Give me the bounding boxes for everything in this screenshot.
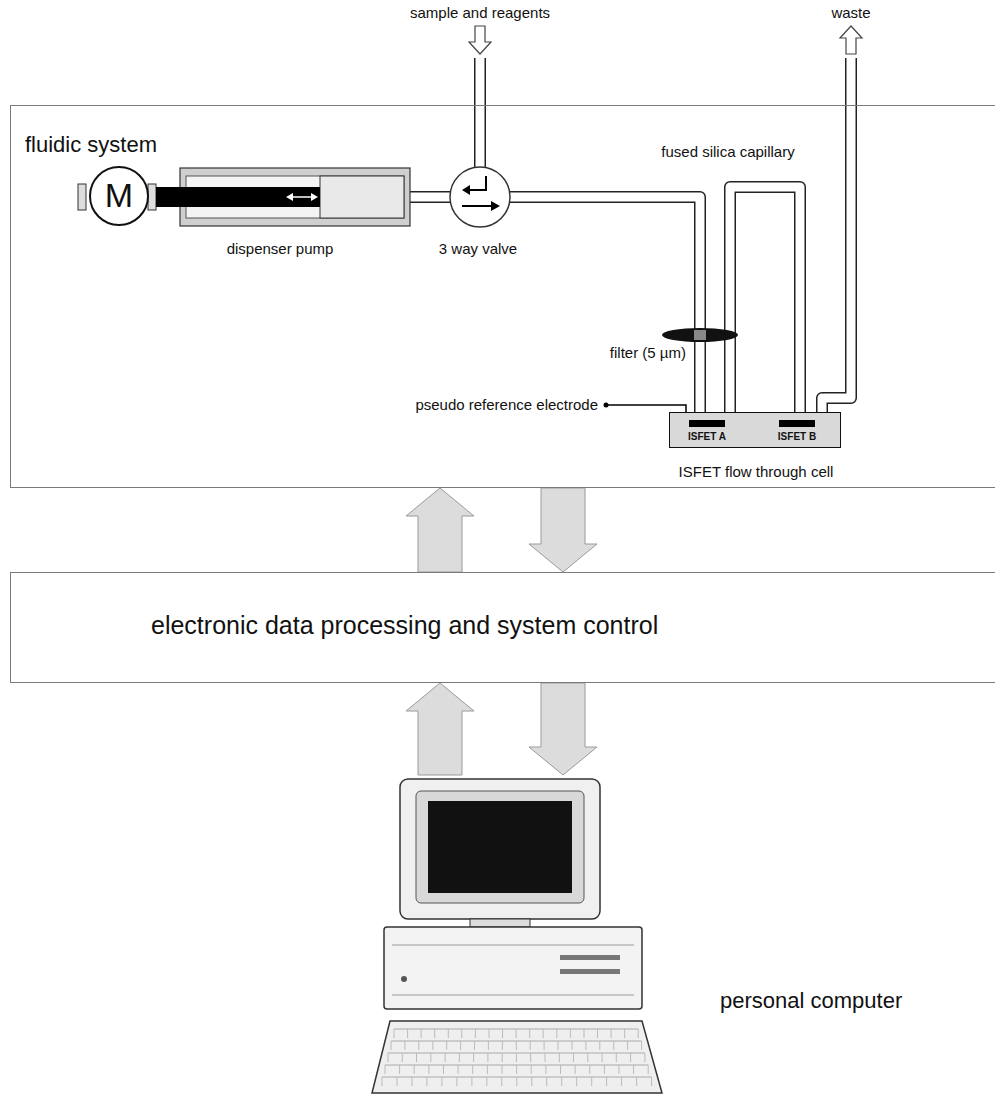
motor-cap xyxy=(148,184,156,210)
signal-arrow xyxy=(406,488,474,572)
motor-label: M xyxy=(91,168,147,224)
isfet-chip xyxy=(779,420,815,427)
part-label: dispenser pump xyxy=(227,240,334,257)
pump-piston xyxy=(320,176,404,218)
node-label: fluidic system xyxy=(25,132,157,157)
valve-body xyxy=(450,167,510,227)
part-label: 3 way valve xyxy=(439,240,517,257)
chip-label: ISFET A xyxy=(688,431,726,443)
control-band: electronic data processing and system co… xyxy=(10,572,995,683)
motor-cap xyxy=(78,184,86,210)
part-label: pseudo reference electrode xyxy=(415,396,598,413)
inlet-arrow xyxy=(469,26,491,54)
motor-circle: M xyxy=(89,166,149,226)
pump-rod xyxy=(156,187,320,207)
stroke-arrow xyxy=(290,196,314,198)
part-label: filter (5 µm) xyxy=(610,344,686,361)
isfet-chip xyxy=(689,420,725,427)
computer-group: personal computer xyxy=(370,775,970,1100)
valve-arrowhead xyxy=(491,201,500,211)
node-label: ISFET flow through cell xyxy=(679,463,834,480)
part-label: sample and reagents xyxy=(410,4,550,21)
chip-label: ISFET B xyxy=(778,431,816,443)
tubing xyxy=(400,58,851,413)
filter-housing xyxy=(694,330,706,340)
computer-illustration xyxy=(370,775,670,1100)
stroke-arrow xyxy=(286,193,293,201)
part-label: waste xyxy=(831,4,870,21)
node-label: personal computer xyxy=(720,988,902,1013)
signal-arrow xyxy=(529,488,597,572)
flow-cell: ISFET AISFET BISFET flow through cell xyxy=(669,412,841,448)
part-label: fused silica capillary xyxy=(661,143,794,160)
valve-arrowhead xyxy=(462,185,470,195)
signal-arrow xyxy=(529,683,597,775)
signal-arrow xyxy=(406,683,474,775)
filter-disc xyxy=(662,328,738,342)
system-band: fluidic systemM ISFET A ISFET B ISFET flow … xyxy=(10,105,995,488)
node-label: electronic data processing and system co… xyxy=(151,611,658,640)
valve-path xyxy=(462,205,494,207)
stroke-arrow xyxy=(311,193,318,201)
outlet-arrow xyxy=(840,26,862,54)
